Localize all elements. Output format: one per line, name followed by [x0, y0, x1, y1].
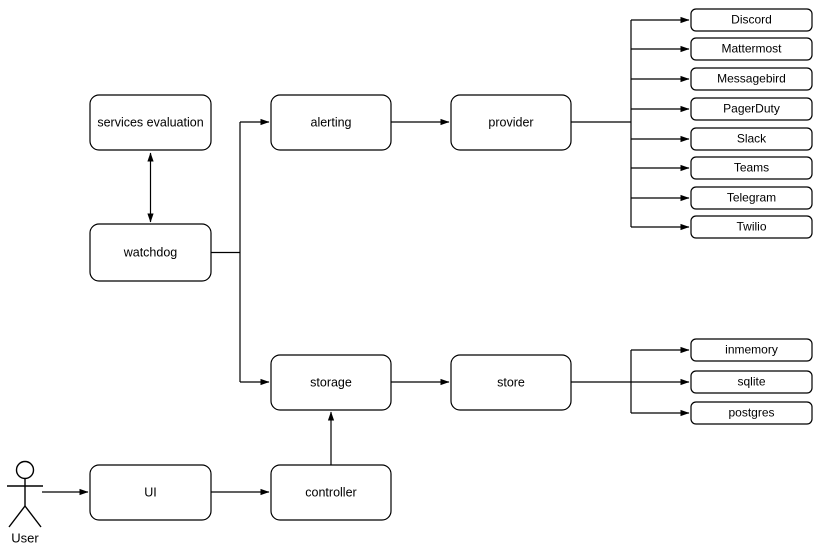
store-target-list: inmemory sqlite postgres: [690, 338, 813, 425]
provider-target-node[interactable]: Discord: [690, 8, 813, 32]
actor-user-label: User: [11, 530, 39, 545]
provider-target-label: PagerDuty: [723, 102, 780, 116]
store-target-node[interactable]: sqlite: [690, 370, 813, 394]
store-target-node[interactable]: postgres: [690, 401, 813, 425]
provider-target-label: Slack: [737, 132, 767, 146]
node-storage-label: storage: [310, 375, 352, 389]
provider-target-label: Messagebird: [717, 72, 786, 86]
edge-store-fanout: [571, 346, 690, 417]
provider-target-node[interactable]: Mattermost: [690, 37, 813, 61]
provider-target-node[interactable]: Messagebird: [690, 67, 813, 91]
provider-target-node[interactable]: Telegram: [690, 186, 813, 210]
store-target-label: postgres: [728, 406, 774, 420]
provider-target-label: Twilio: [736, 220, 766, 234]
node-storage[interactable]: storage: [270, 354, 392, 411]
node-services-evaluation-label: services evaluation: [97, 115, 203, 129]
edge-provider-fanout: [571, 16, 690, 231]
provider-target-label: Mattermost: [721, 42, 782, 56]
provider-target-list: DiscordMattermostMessagebirdPagerDutySla…: [690, 8, 813, 239]
node-controller-label: controller: [305, 485, 356, 499]
node-alerting-label: alerting: [311, 115, 352, 129]
actor-user: User: [7, 460, 43, 545]
store-target-label: inmemory: [725, 343, 778, 357]
node-alerting[interactable]: alerting: [270, 94, 392, 151]
provider-target-label: Teams: [734, 161, 769, 175]
node-provider-label: provider: [488, 115, 533, 129]
node-provider[interactable]: provider: [450, 94, 572, 151]
store-target-label: sqlite: [737, 375, 765, 389]
edge-watchdog-fanout: [211, 118, 270, 386]
provider-target-label: Discord: [731, 13, 772, 27]
provider-target-node[interactable]: Slack: [690, 127, 813, 151]
provider-target-node[interactable]: Twilio: [690, 215, 813, 239]
node-store[interactable]: store: [450, 354, 572, 411]
node-services-evaluation[interactable]: services evaluation: [89, 94, 212, 151]
node-ui[interactable]: UI: [89, 464, 212, 521]
node-store-label: store: [497, 375, 525, 389]
node-ui-label: UI: [144, 485, 157, 499]
node-controller[interactable]: controller: [270, 464, 392, 521]
provider-target-label: Telegram: [727, 191, 776, 205]
node-watchdog[interactable]: watchdog: [89, 223, 212, 282]
store-target-node[interactable]: inmemory: [690, 338, 813, 362]
provider-target-node[interactable]: PagerDuty: [690, 97, 813, 121]
stick-figure-actor-icon: [15, 460, 35, 480]
node-watchdog-label: watchdog: [123, 245, 178, 259]
provider-target-node[interactable]: Teams: [690, 156, 813, 180]
